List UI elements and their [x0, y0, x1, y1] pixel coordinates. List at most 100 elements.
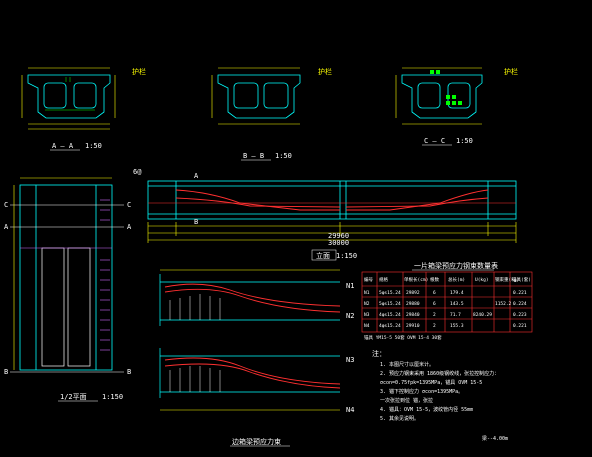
table-cell: 29892 [406, 290, 420, 296]
section-a-a-outline [27, 74, 111, 119]
table-cell: 5φs15.24 [379, 301, 401, 307]
table-header-cell: 锚具(套) [512, 276, 531, 283]
tendon-detail-upper [159, 274, 341, 326]
table-cell: 179.4 [450, 290, 464, 296]
table-cell: 0.223 [513, 312, 527, 318]
table-cell: 29880 [406, 301, 420, 307]
table-header-cell: 总长(m) [448, 276, 465, 283]
section-c-c-rebar [430, 70, 462, 105]
tendon-detail-title: 边箱梁预应力束 [232, 437, 281, 446]
table-row: N2 5φs15.24 29880 6 143.5 1152.2 0.224 [364, 301, 527, 307]
notes-block: 注： 1. 本图尺寸以厘米计。 2. 预应力钢束采用 1860级钢绞线，张拉控制… [372, 349, 499, 422]
table-cell: 8240.29 [473, 312, 492, 318]
table-cell: 0.221 [513, 323, 527, 329]
section-a-a: 护栏 A — A 1:50 [21, 67, 146, 151]
tendon-detail-dimensions [160, 269, 340, 411]
section-a-a-dimensions [21, 67, 116, 130]
notes-line: 4. 锚具：OVM 15-5，波纹管内径 55mm [380, 406, 473, 413]
section-c-c: 护栏 C — C 1:50 [395, 67, 518, 146]
table-cell: 1152.2 [495, 301, 512, 307]
section-c-c-side-label: 护栏 [504, 67, 518, 76]
plan-outline [19, 184, 113, 371]
table-header-cell: 规格 [379, 276, 388, 283]
table-grid [361, 271, 533, 333]
table-header-cell: 钢束重(kg) [495, 276, 519, 283]
section-c-c-scale: 1:50 [456, 137, 473, 145]
table-row: N4 4φs15.24 29910 2 155.3 0.221 [364, 323, 527, 329]
table-cell: 4φs15.24 [379, 312, 401, 318]
section-c-c-outline [401, 74, 483, 119]
table-cell: N3 [364, 312, 370, 318]
table-cell: N1 [364, 290, 370, 296]
section-b-b: 护栏 B — B 1:50 [211, 67, 332, 161]
table-header-cell: 编号 [364, 276, 373, 283]
footer-note: 梁--4.00m [482, 435, 508, 442]
elevation-top-dim: 30000 [328, 239, 349, 247]
table-title: 一片箱梁预应力钢束数量表 [414, 261, 498, 270]
notes-line: 5. 其余见说明。 [380, 415, 419, 422]
table-row: N1 5φs15.24 29892 6 179.4 0.221 [364, 290, 527, 296]
tendon-label-n4: N4 [346, 406, 354, 414]
table-cell: 143.5 [450, 301, 464, 307]
marker-b-elevation: B [194, 218, 198, 226]
notes-line: 1. 本图尺寸以厘米计。 [380, 361, 434, 368]
section-a-a-scale: 1:50 [85, 142, 102, 150]
elevation-tendons [148, 189, 516, 211]
marker-a-elevation: A [194, 172, 199, 180]
table-cell: 29840 [406, 312, 420, 318]
plan-inner-boxes [41, 247, 91, 367]
marker-b-left: B [4, 368, 8, 376]
marker-a-left: A [4, 223, 9, 231]
tendon-table: 一片箱梁预应力钢束数量表 编号 规格 单根长(cm) 根数 总长(m) U(kg… [361, 261, 533, 341]
table-header-cell: 单根长(cm) [404, 276, 428, 283]
table-cell: 0.221 [513, 290, 527, 296]
table-cell: N2 [364, 301, 370, 307]
plan-view: C C A A B B 1/2平面 1:150 [4, 177, 132, 402]
tendon-label-n3: N3 [346, 356, 354, 364]
section-b-b-side-label: 护栏 [318, 67, 332, 76]
elevation-title-box [311, 249, 337, 261]
plan-secondary-lines [20, 199, 112, 351]
notes-line: σcon=0.75fpk=1395MPa，锚具 OVM 15-5 [380, 379, 482, 386]
table-body: N1 5φs15.24 29892 6 179.4 0.221 N2 5φs15… [364, 290, 527, 329]
table-cell: 6 [433, 301, 436, 307]
marker-c-right: C [127, 201, 131, 209]
elevation-outline [147, 180, 517, 220]
plan-scale: 1:150 [102, 393, 123, 401]
notes-line: 2. 预应力钢束采用 1860级钢绞线，张拉控制应力： [380, 370, 499, 377]
marker-b-right: B [127, 368, 131, 376]
section-a-a-rebar [45, 77, 95, 111]
section-b-b-dimensions [211, 67, 300, 125]
table-cell: 71.7 [450, 312, 461, 318]
section-c-c-title: C — C [424, 137, 445, 145]
table-cell: 6 [433, 290, 436, 296]
notes-heading: 注： [372, 349, 386, 358]
plan-title: 1/2平面 [60, 393, 87, 401]
tendon-detail-lower [159, 348, 341, 398]
section-c-c-dimensions [395, 67, 482, 125]
table-cell: N4 [364, 323, 370, 329]
elevation-total-dim: 29960 [328, 232, 349, 240]
marker-c-left: C [4, 201, 8, 209]
marker-a-right: A [127, 223, 132, 231]
table-row: N3 4φs15.24 29840 2 71.7 8240.29 0.223 [364, 312, 527, 318]
tendon-label-n2: N2 [346, 312, 354, 320]
table-cell: 155.3 [450, 323, 464, 329]
table-header-row: 编号 规格 单根长(cm) 根数 总长(m) U(kg) 钢束重(kg) 锚具(… [364, 276, 531, 283]
notes-line: 一次张拉到位 锚，张拉 [380, 397, 433, 404]
table-footer: 锚具 YM15-5 50套 OVM 15-4 30套 [364, 334, 442, 341]
table-cell: 2 [433, 323, 436, 329]
elevation-dimensions [147, 222, 517, 243]
elevation-left-label: 6@ [133, 168, 142, 176]
table-cell: 29910 [406, 323, 420, 329]
table-cell: 4φs15.24 [379, 323, 401, 329]
section-b-b-outline [217, 74, 301, 119]
plan-dimensions [13, 177, 112, 370]
table-cell: 2 [433, 312, 436, 318]
plan-cut-lines [10, 204, 124, 373]
notes-line: 3. 锚下控制应力 σcon=1395MPa。 [380, 388, 463, 395]
section-b-b-title: B — B [243, 152, 264, 160]
table-cell: 0.224 [513, 301, 527, 307]
table-header-cell: U(kg) [475, 277, 489, 283]
